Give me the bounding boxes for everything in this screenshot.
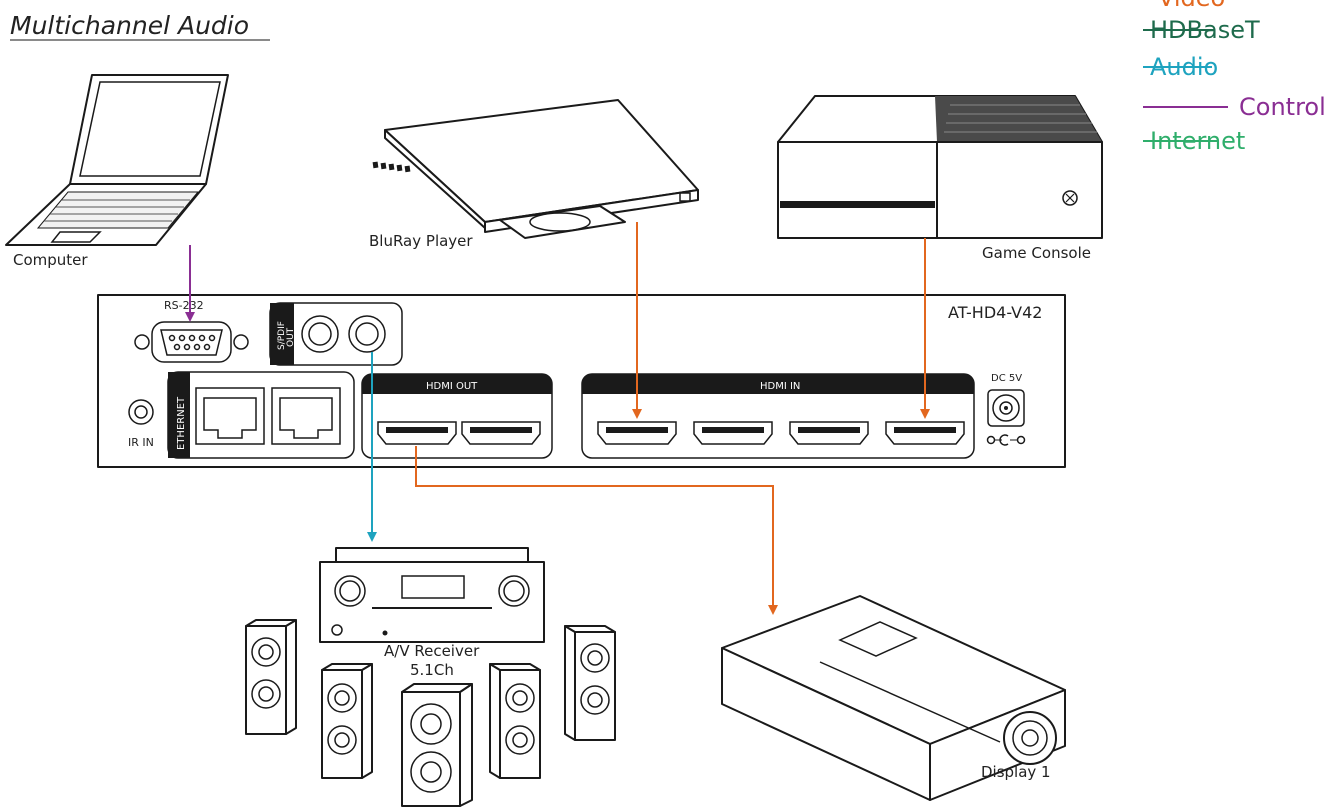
speaker-rear-right-icon	[489, 663, 541, 779]
spdif-label-line1: S/PDIF	[277, 321, 287, 350]
speaker-rear-left-icon	[321, 663, 373, 779]
hdmi-out-block: HDMI OUT	[361, 373, 553, 459]
legend: Video HDBaseT Audio Control Internet	[1143, 0, 1326, 155]
spdif-block: S/PDIF OUT	[269, 302, 403, 366]
ethernet-label: ETHERNET	[176, 396, 187, 450]
hdmi-in-block: HDMI IN	[581, 373, 975, 459]
game-console-label: Game Console	[982, 244, 1091, 262]
legend-label-audio: Audio	[1150, 53, 1218, 81]
hdmi-in-port-2	[693, 421, 773, 445]
av-receiver-label-line2: 5.1Ch	[410, 661, 454, 679]
hdmi-in-port-4	[885, 421, 965, 445]
hdmi-in-port-1	[597, 421, 677, 445]
hdmi-out-port-2	[461, 421, 541, 445]
dc-power-jack	[986, 389, 1026, 446]
display-label: Display 1	[981, 763, 1051, 781]
video-line-hdmi-out-to-display	[415, 446, 778, 615]
bluray-player-icon	[372, 99, 699, 239]
rs232-port	[134, 321, 249, 363]
rs232-label: RS-232	[164, 299, 204, 312]
speaker-front-right-icon	[564, 625, 616, 741]
legend-label-internet: Internet	[1150, 127, 1245, 155]
game-console-icon	[777, 95, 1103, 239]
legend-label-control: Control	[1239, 93, 1326, 121]
computer-label: Computer	[13, 251, 88, 269]
bluray-player-label: BluRay Player	[369, 232, 473, 250]
model-label: AT-HD4-V42	[948, 303, 1042, 322]
hdmi-out-label: HDMI OUT	[426, 381, 478, 392]
legend-label-video: Video	[1158, 0, 1225, 12]
hdmi-in-port-3	[789, 421, 869, 445]
diagram-title: Multichannel Audio	[10, 11, 249, 40]
computer-icon	[5, 74, 229, 246]
speaker-center-icon	[401, 683, 473, 807]
hdmi-out-port-1	[377, 421, 457, 445]
ir-in-port	[128, 399, 154, 425]
switcher-panel: RS-232 S/PDIF OUT	[97, 294, 1066, 468]
legend-label-hdbaset: HDBaseT	[1150, 16, 1260, 44]
ethernet-block: ETHERNET	[167, 371, 355, 459]
projector-icon	[721, 595, 1066, 801]
hdmi-in-label: HDMI IN	[760, 381, 800, 392]
av-receiver-icon	[319, 547, 545, 643]
spdif-label-line2: OUT	[286, 327, 296, 347]
av-receiver-label-line1: A/V Receiver	[384, 642, 480, 660]
dc-label: DC 5V	[991, 373, 1022, 384]
ir-in-label: IR IN	[128, 436, 154, 449]
speaker-front-left-icon	[245, 619, 297, 735]
